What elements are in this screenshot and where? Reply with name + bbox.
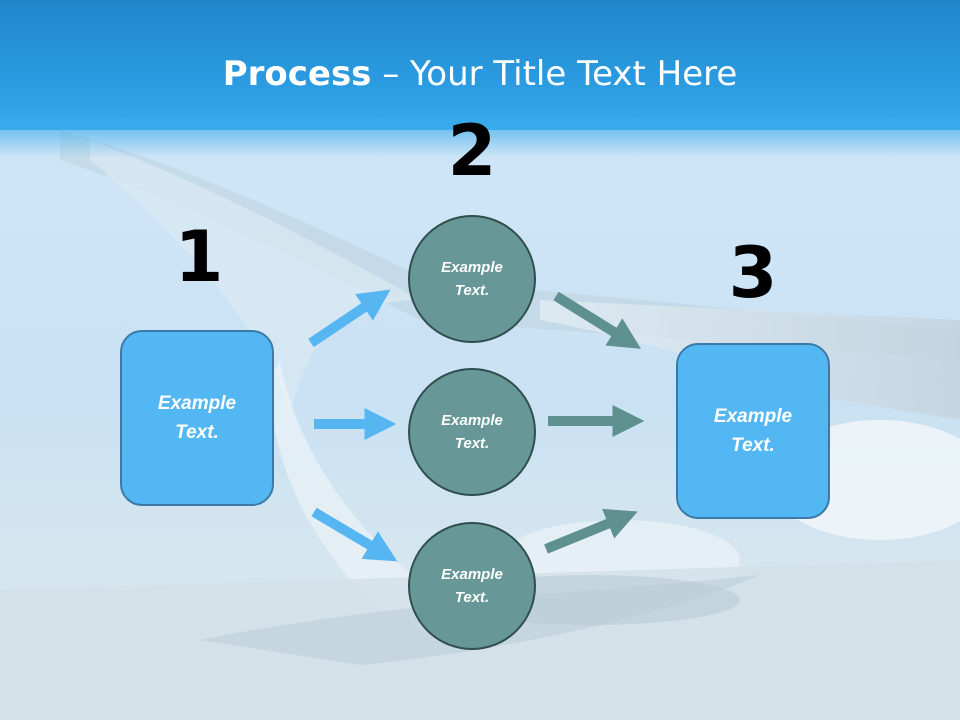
- title-bar: [0, 0, 960, 130]
- arrow-box1-to-circle-top: [308, 289, 391, 348]
- arrow-box1-to-circle-bottom: [311, 507, 398, 562]
- circle-bottom-label: Example Text.: [441, 566, 503, 606]
- step-2-circle-bottom[interactable]: Example Text.: [408, 522, 536, 650]
- step-1-box[interactable]: Example Text.: [120, 330, 274, 506]
- step-number-1: 1: [174, 216, 224, 298]
- slide-title: Process – Your Title Text Here: [0, 52, 960, 96]
- step-3-box[interactable]: Example Text.: [676, 343, 830, 519]
- circle-top-label: Example Text.: [441, 259, 503, 299]
- step-2-circle-middle[interactable]: Example Text.: [408, 368, 536, 496]
- title-bold: Process: [222, 54, 372, 94]
- step-1-label: Example Text.: [157, 393, 237, 443]
- step-2-circle-top[interactable]: Example Text.: [408, 215, 536, 343]
- title-rest: – Your Title Text Here: [371, 54, 738, 94]
- step-3-label: Example Text.: [713, 406, 793, 456]
- step-number-3: 3: [728, 232, 778, 314]
- arrow-circle-bottom-to-box3: [544, 508, 638, 554]
- circle-middle-label: Example Text.: [441, 412, 503, 452]
- title-bar-fade: [0, 118, 960, 158]
- step-number-2: 2: [447, 110, 497, 192]
- arrow-circle-top-to-box3: [553, 291, 642, 349]
